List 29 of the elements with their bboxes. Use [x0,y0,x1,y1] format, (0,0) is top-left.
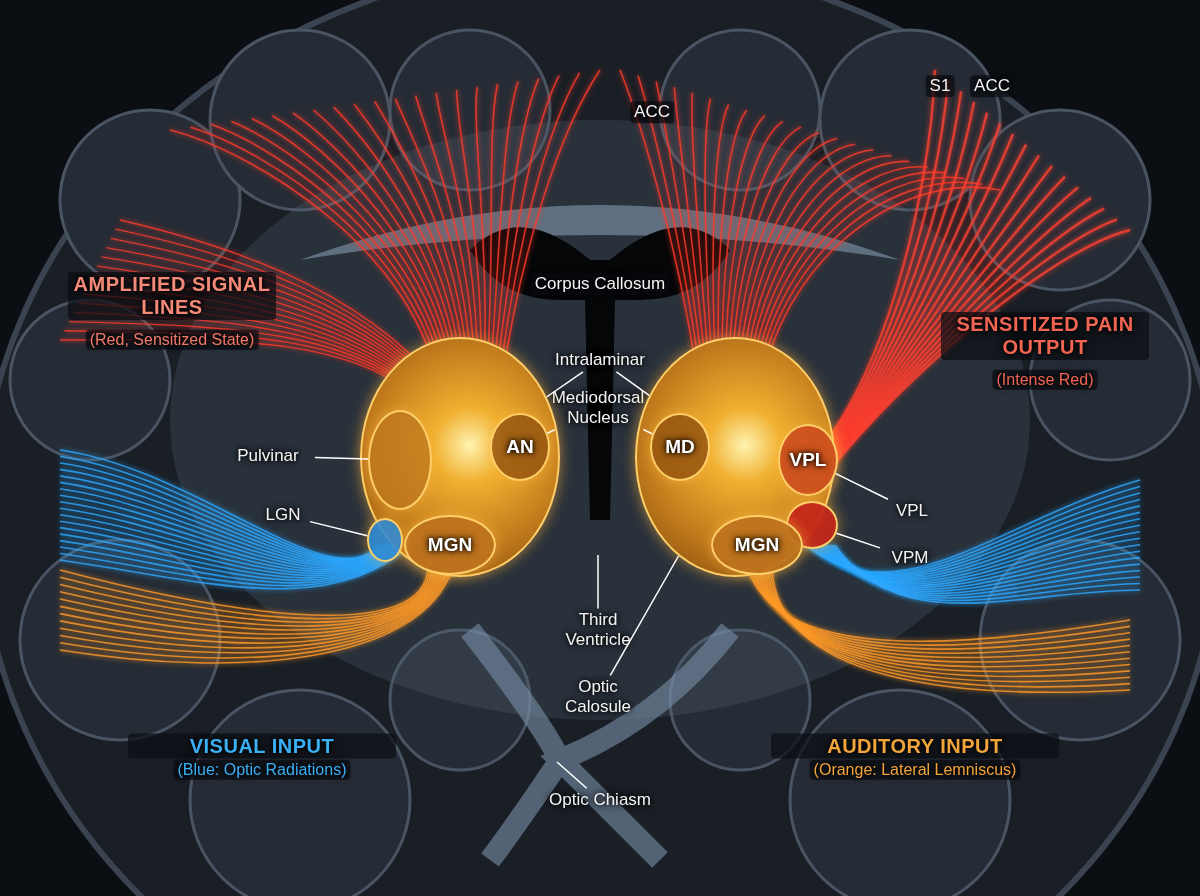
leader-line [835,472,889,500]
nucleus-region: AN [490,413,550,481]
anatomy-label: Third Ventricle [548,610,648,650]
section-heading: AUDITORY INPUT [771,733,1059,759]
leader-line [314,456,369,460]
anatomy-label: Intralaminar [540,350,660,370]
leader-line [545,371,584,398]
section-heading: SENSITIZED PAIN OUTPUT [941,312,1149,360]
leader-line [556,761,588,789]
nucleus-region: VPL [778,424,838,496]
section-heading: VISUAL INPUT [128,733,396,759]
nucleus-region: MGN [404,515,496,575]
anatomy-label: Pulvinar [223,446,313,466]
section-heading: AMPLIFIED SIGNAL LINES [68,272,276,320]
anatomy-label: LGN [258,505,308,525]
nucleus-region: MGN [711,515,803,575]
nucleus-region [368,410,432,510]
nucleus-region: MD [650,413,710,481]
leader-line [642,428,654,435]
anatomy-label: VPL [887,501,937,521]
leader-line [309,520,369,537]
anatomy-label: VPM [882,548,938,568]
anatomy-label: Optic Calosule [548,677,648,717]
leader-line [546,428,556,435]
leader-line [609,555,680,677]
leader-line [835,532,881,549]
leader-line [597,554,599,610]
leader-line [615,371,650,397]
anatomy-label: Optic Chiasm [535,790,665,810]
